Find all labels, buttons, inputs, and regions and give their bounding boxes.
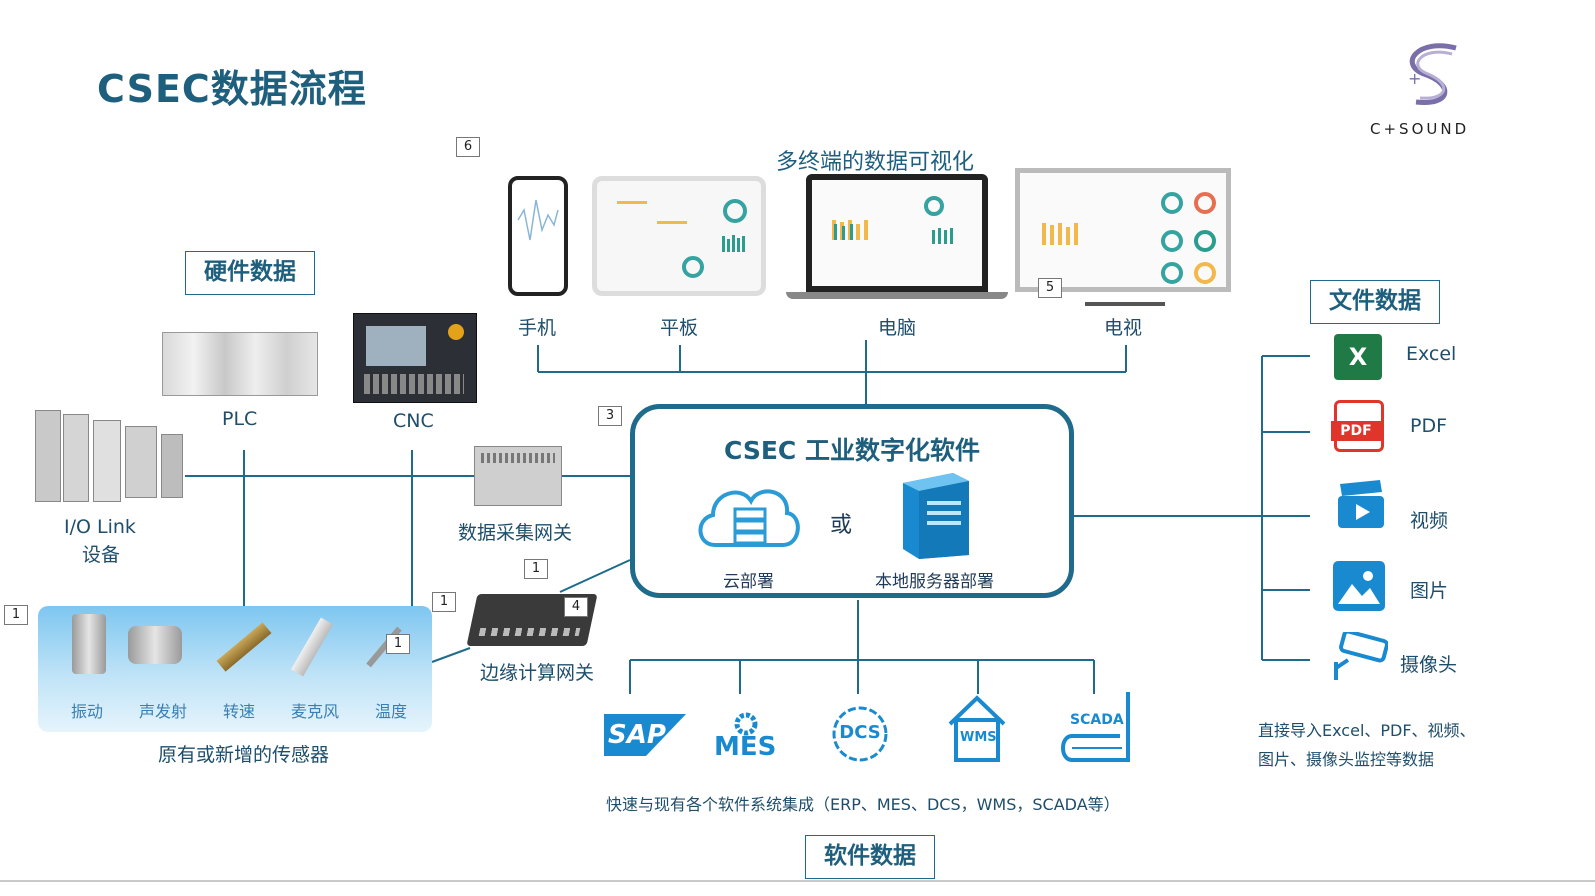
phone-device [508,176,568,296]
terminal-phone-label: 手机 [518,317,557,339]
io-link-device-image [35,410,185,502]
plc-label: PLC [222,408,258,430]
laptop-base [786,292,1008,299]
visualization-title: 多终端的数据可视化 [776,150,975,175]
sensor-speed-label: 转速 [223,702,256,721]
sensor-microphone-label: 麦克风 [291,702,340,721]
tv-stand [1085,292,1165,306]
plc-device-image [162,332,318,396]
gateway-label: 数据采集网关 [458,522,573,544]
file-note-line1: 直接导入Excel、PDF、视频、 [1258,721,1476,740]
c-sound-logo: + C+SOUND [1368,40,1498,138]
dcs-logo-icon: DCS [830,704,890,764]
pdf-icon: PDF [1331,400,1384,452]
file-image-label: 图片 [1410,580,1449,602]
cnc-label: CNC [393,410,434,432]
scada-logo-text: SCADA [1070,712,1124,728]
sensor-caption: 原有或新增的传感器 [158,744,330,766]
vibration-sensor-image [72,614,106,674]
core-title: CSEC 工业数字化软件 [724,436,980,465]
file-excel-label: Excel [1406,343,1457,365]
marker-3: 3 [598,406,622,426]
sensor-acoustic-label: 声发射 [139,702,188,721]
gateway-device-image [474,446,562,506]
marker-1-left: 1 [4,605,28,625]
tablet-device [592,176,766,296]
file-camera-label: 摄像头 [1400,654,1458,676]
sap-logo-text: SAP [608,720,666,750]
tv-device [1015,168,1231,292]
marker-1-cnc: 1 [432,592,456,612]
file-note-line2: 图片、摄像头监控等数据 [1258,750,1435,769]
terminal-computer-label: 电脑 [878,317,917,339]
sensor-vibration-label: 振动 [71,702,104,721]
logo-text: C+SOUND [1370,120,1470,138]
page-title: CSEC数据流程 [97,67,367,111]
core-software-box: CSEC 工业数字化软件 云部署 或 本地服务器部署 [630,404,1074,598]
image-icon [1332,560,1386,612]
wms-logo-text: WMS [960,730,997,745]
io-link-label: I/O Link [64,516,136,538]
software-caption: 快速与现有各个软件系统集成（ERP、MES、DCS，WMS，SCADA等） [606,795,1120,814]
marker-5: 5 [1038,278,1062,298]
sap-logo-icon: SAP [604,714,686,756]
mes-logo-text: MES [714,732,777,762]
file-data-label: 文件数据 [1310,280,1440,324]
marker-4: 4 [564,597,588,617]
marker-6: 6 [456,137,480,157]
scada-logo-icon: SCADA [1056,690,1132,764]
marker-1-sensor: 1 [386,634,410,654]
bottom-divider [0,880,1595,882]
software-data-label: 软件数据 [805,835,935,879]
file-video-label: 视频 [1410,510,1449,532]
marker-1-edge: 1 [524,559,548,579]
laptop-device [806,174,988,292]
acoustic-sensor-image [128,626,182,664]
mes-logo-icon: MES [714,712,780,762]
cloud-deploy-label: 云部署 [723,572,774,592]
wms-logo-icon: WMS [946,694,1008,764]
hardware-data-label: 硬件数据 [185,251,315,295]
sensor-temperature-label: 温度 [375,702,408,721]
svg-text:+: + [1408,69,1421,88]
dcs-logo-text: DCS [839,722,881,743]
terminal-tv-label: 电视 [1104,317,1143,339]
file-pdf-label: PDF [1410,415,1448,437]
edge-gateway-label: 边缘计算网关 [480,662,595,684]
s-wave-logo-icon: + [1408,43,1457,105]
or-label: 或 [830,513,853,538]
server-icon [903,473,969,559]
camera-icon [1328,629,1389,682]
io-link-sub-label: 设备 [82,544,121,566]
video-icon [1336,480,1386,530]
excel-icon: X [1334,334,1382,380]
cloud-icon [698,489,800,547]
terminal-tablet-label: 平板 [660,317,699,339]
local-deploy-label: 本地服务器部署 [875,572,994,592]
cnc-device-image [353,313,477,403]
